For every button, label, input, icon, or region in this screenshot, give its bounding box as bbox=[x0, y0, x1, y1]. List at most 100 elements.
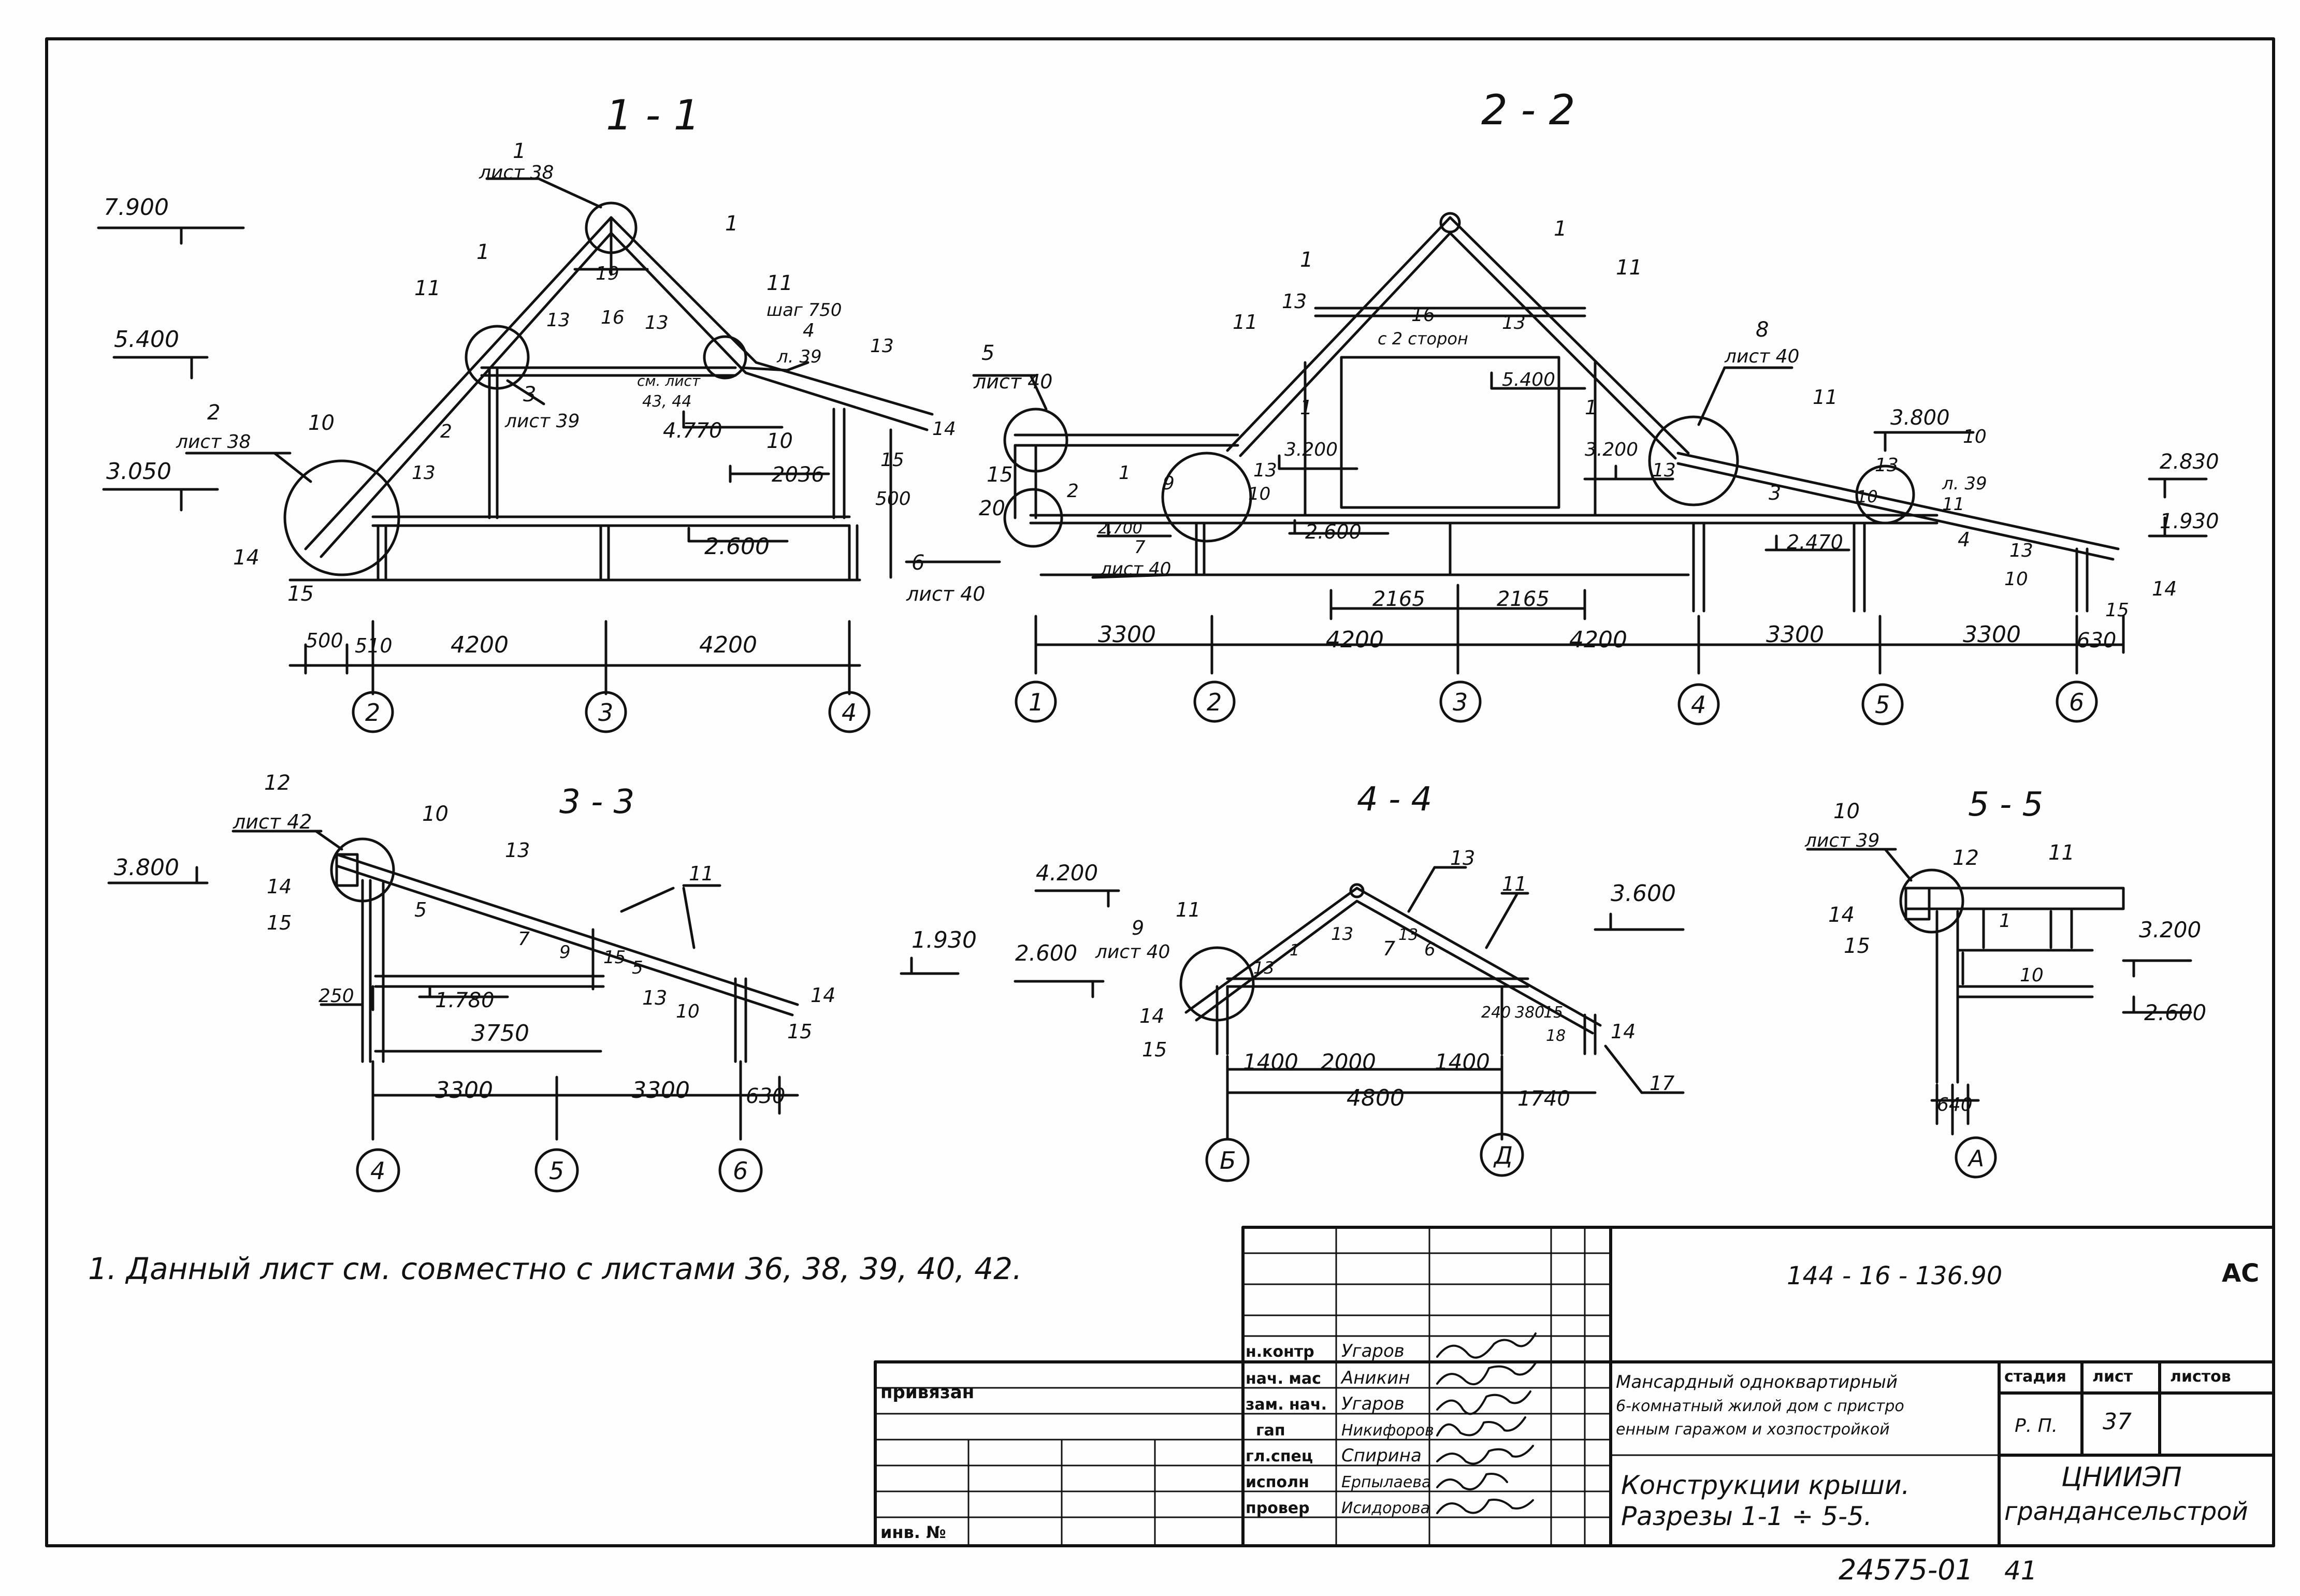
s33-mark: 9 bbox=[559, 942, 571, 963]
s33-mark: 10 bbox=[422, 802, 449, 826]
s33-callout-num: 12 bbox=[264, 771, 291, 795]
s22-mark: 11 bbox=[1233, 311, 1257, 333]
s55-mark: 1 bbox=[1999, 910, 2011, 932]
s22-dim: 3300 bbox=[1766, 621, 1824, 648]
s22-dim: 3300 bbox=[1098, 621, 1156, 648]
s11-callout-top-sheet: лист 38 bbox=[479, 162, 554, 183]
signature bbox=[1436, 1416, 1526, 1437]
s44-dim: 4800 bbox=[1347, 1085, 1405, 1111]
s11-callout-left-sheet: лист 38 bbox=[176, 431, 251, 453]
s22-mark: 1 bbox=[1119, 462, 1131, 484]
s44-dim: 240 bbox=[1481, 1004, 1511, 1022]
s22-callout-5-sheet: лист 40 bbox=[973, 370, 1052, 393]
s44-dim: 18 bbox=[1546, 1027, 1566, 1045]
s11-elev: 4.770 bbox=[663, 419, 722, 443]
s11-see-sheet-2: 43, 44 bbox=[642, 393, 691, 411]
sheet-label: лист bbox=[2092, 1368, 2133, 1386]
s11-mark: 13 bbox=[412, 462, 436, 484]
s22-elev: 2.700 bbox=[1098, 519, 1142, 538]
person-name: Ерпылаева bbox=[1341, 1473, 1431, 1491]
s11-elev: 7.900 bbox=[104, 194, 169, 221]
s55-axis: А bbox=[1967, 1145, 1984, 1172]
s22-axis: 4 bbox=[1691, 691, 1706, 719]
doc-suffix: АС bbox=[2222, 1259, 2259, 1288]
s22-mark: 1 bbox=[1585, 396, 1597, 419]
s55-mark: 14 bbox=[1828, 903, 1855, 927]
s33-dim: 3300 bbox=[435, 1077, 493, 1104]
s55-callout-sheet: лист 39 bbox=[1804, 830, 1879, 851]
s11-dim: 500 bbox=[306, 629, 343, 652]
s11-axis: 3 bbox=[598, 699, 613, 727]
s22-mark: 13 bbox=[1253, 460, 1277, 481]
s11-mark: 15 bbox=[287, 582, 314, 606]
s44-mark: 11 bbox=[1176, 898, 1200, 921]
sheet-number: 37 bbox=[2103, 1409, 2132, 1435]
s11-mark: 10 bbox=[766, 429, 793, 453]
person-name: Аникин bbox=[1340, 1368, 1410, 1388]
s55-mark: 15 bbox=[1844, 934, 1870, 958]
s22-mark: 10 bbox=[1857, 487, 1878, 506]
s33-mark: 5 bbox=[632, 957, 643, 978]
s11-mark: 16 bbox=[601, 307, 625, 328]
s44-dim: 15 bbox=[1543, 1004, 1563, 1022]
archive-sheet: 41 bbox=[2004, 1556, 2037, 1586]
s44-mark: 1 bbox=[1290, 941, 1299, 960]
stage-value: Р. П. bbox=[2015, 1415, 2058, 1437]
s11-mark: 1 bbox=[476, 240, 489, 264]
s22-callout-6-num: 6 bbox=[912, 551, 924, 575]
s44-elev: 2.600 bbox=[1015, 940, 1077, 966]
s55-callout-num: 10 bbox=[1833, 800, 1860, 823]
sheet-title-1: Конструкции крыши. bbox=[1621, 1470, 1910, 1500]
role: гл.спец bbox=[1246, 1447, 1313, 1466]
s33-mark: 10 bbox=[676, 1001, 700, 1022]
s33-axis: 4 bbox=[370, 1157, 385, 1185]
s22-mark: 15 bbox=[987, 463, 1013, 487]
section-3-3: 3 - 3 bbox=[107, 771, 977, 1193]
s33-dim: 630 bbox=[746, 1084, 785, 1108]
s22-callout-8-num: 8 bbox=[1756, 318, 1769, 342]
s55-elev: 2.600 bbox=[2144, 1000, 2206, 1025]
role: зам. нач. bbox=[1246, 1396, 1327, 1414]
s11-mark: 15 bbox=[880, 449, 904, 471]
s11-dim: 4200 bbox=[451, 632, 509, 658]
s22-elev: 5.400 bbox=[1502, 369, 1555, 390]
s11-callout-mid-sheet: лист 39 bbox=[504, 411, 580, 432]
s33-axis: 5 bbox=[549, 1157, 564, 1185]
role: провер bbox=[1246, 1499, 1310, 1517]
s44-mark: 15 bbox=[1142, 1038, 1167, 1061]
s11-mark: 14 bbox=[932, 418, 956, 440]
s44-mark: 13 bbox=[1450, 847, 1475, 869]
s44-mark: 13 bbox=[1398, 926, 1418, 944]
project-line-3: енным гаражом и хозпостройкой bbox=[1616, 1420, 1890, 1439]
s22-callout-7-num: 7 bbox=[1134, 537, 1146, 558]
s11-callout-top-num: 1 bbox=[513, 139, 526, 163]
s33-mark: 7 bbox=[518, 928, 530, 950]
s33-mark: 15 bbox=[787, 1020, 812, 1043]
s22-mark: 4 bbox=[1958, 528, 1970, 551]
s22-callout-5-num: 5 bbox=[981, 341, 994, 365]
s22-axis: 6 bbox=[2069, 688, 2084, 716]
s11-mark: 10 bbox=[308, 411, 335, 435]
s11-mark: 2 bbox=[440, 421, 452, 442]
section-3-3-title: 3 - 3 bbox=[559, 783, 634, 821]
s33-elev: 1.930 bbox=[912, 927, 977, 953]
s22-mark: 11 bbox=[1813, 386, 1838, 409]
s22-elev: 2.470 bbox=[1787, 531, 1843, 554]
s22-elev: 2.830 bbox=[2160, 450, 2219, 474]
person-name: Угаров bbox=[1341, 1341, 1405, 1361]
s33-elev: 3.800 bbox=[114, 854, 179, 881]
s22-dim: 4200 bbox=[1326, 627, 1384, 653]
s55-dim: 640 bbox=[1937, 1094, 1973, 1115]
s22-elev: 3.800 bbox=[1890, 406, 1950, 430]
s33-mark: 13 bbox=[505, 839, 530, 862]
s11-dim: 4200 bbox=[699, 632, 757, 658]
s33-callout-sheet: лист 42 bbox=[233, 810, 312, 833]
person-name: Угаров bbox=[1341, 1394, 1405, 1414]
s11-callout-left-num: 2 bbox=[207, 401, 220, 425]
s44-dim: 1400 bbox=[1243, 1049, 1298, 1075]
s22-axis: 5 bbox=[1875, 691, 1890, 719]
s44-mark: 14 bbox=[1139, 1005, 1164, 1027]
s55-mark: 12 bbox=[1952, 846, 1979, 870]
section-1-1: 1 - 1 bbox=[97, 91, 956, 733]
